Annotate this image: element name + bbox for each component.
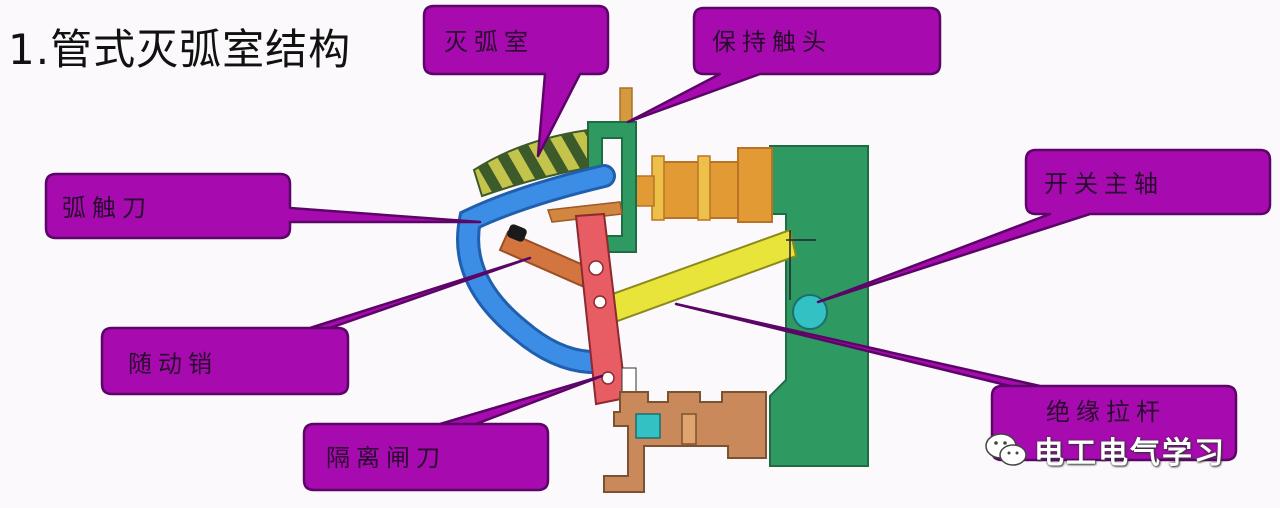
callout-isolating-blade <box>302 374 604 492</box>
callout-arc-chamber <box>422 4 610 158</box>
blade-hole-1 <box>588 260 604 276</box>
base-slot <box>681 413 697 445</box>
label-isolating-blade: 隔离闸刀 <box>326 444 446 472</box>
label-follower-pin: 随动销 <box>128 350 218 378</box>
shaft-ring-2 <box>697 155 711 221</box>
callout-follower-pin <box>100 256 532 396</box>
watermark: 电工电气学习 <box>984 428 1226 472</box>
follower-link <box>498 230 592 288</box>
label-holding-contact: 保持触头 <box>712 28 832 56</box>
follower-pin-part <box>507 224 527 242</box>
blade-hole-3 <box>601 371 615 385</box>
cyan-block <box>635 413 661 439</box>
label-arc-chamber: 灭弧室 <box>444 28 534 56</box>
callout-main-shaft <box>816 148 1272 304</box>
blade-hole-2 <box>593 295 607 309</box>
callout-holding-contact <box>626 6 942 124</box>
page-title: 1.管式灭弧室结构 <box>8 25 352 74</box>
label-insulating-rod: 绝缘拉杆 <box>1046 398 1166 426</box>
shaft-flange <box>737 147 773 223</box>
watermark-text: 电工电气学习 <box>1034 436 1226 471</box>
callouts <box>44 4 1272 492</box>
label-arc-contact-blade: 弧触刀 <box>62 194 152 222</box>
arc-chamber-part <box>472 128 589 198</box>
callout-arc-contact-blade <box>44 172 482 240</box>
top-pin <box>619 87 633 125</box>
label-switch-main-shaft: 开关主轴 <box>1044 170 1164 198</box>
arc-contact-blade-inner <box>459 167 613 371</box>
mechanism <box>456 87 869 493</box>
main-shaft-part <box>792 294 828 330</box>
small-link <box>546 201 623 223</box>
wechat-icon <box>985 433 1027 466</box>
